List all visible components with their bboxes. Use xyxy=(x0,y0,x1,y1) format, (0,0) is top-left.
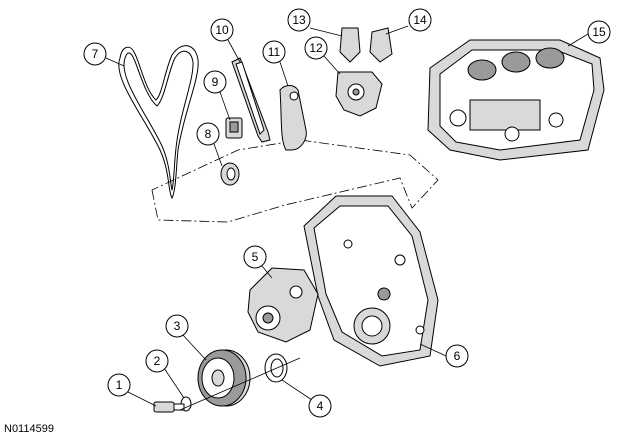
callout-14-label: 14 xyxy=(413,13,427,27)
water-pump xyxy=(247,267,319,343)
component-12-bolt xyxy=(352,88,360,96)
callout-12-label: 12 xyxy=(309,41,323,55)
callout-13: 13 xyxy=(287,8,311,32)
callout-11-label: 11 xyxy=(268,45,281,59)
callout-4: 4 xyxy=(308,394,332,418)
bracket-13 xyxy=(339,27,361,63)
chain-tensioner-plunger xyxy=(229,121,239,133)
leader-lines xyxy=(105,25,589,407)
callout-5: 5 xyxy=(243,245,267,269)
chain-guide-face xyxy=(235,61,265,135)
figure-code: N0114599 xyxy=(4,423,54,435)
callout-7-label: 7 xyxy=(92,47,99,61)
callout-1: 1 xyxy=(107,373,131,397)
callout-6: 6 xyxy=(445,344,469,368)
engine-block xyxy=(427,39,605,161)
callout-3-label: 3 xyxy=(174,319,181,333)
assembly-boundary xyxy=(151,139,439,223)
callout-1-label: 1 xyxy=(116,378,123,392)
crankshaft-bolt xyxy=(153,401,185,413)
callout-8: 8 xyxy=(196,122,220,146)
callout-5-label: 5 xyxy=(252,250,259,264)
tensioner-arm-pivot xyxy=(289,91,299,101)
crankshaft-sprocket-hub xyxy=(226,167,236,181)
callout-10: 10 xyxy=(210,18,234,42)
callout-14: 14 xyxy=(408,8,432,32)
callout-9: 9 xyxy=(203,70,227,94)
callout-9-label: 9 xyxy=(212,75,219,89)
callout-12: 12 xyxy=(304,36,328,60)
callout-15-label: 15 xyxy=(592,25,606,39)
callout-7: 7 xyxy=(83,42,107,66)
crankshaft-pulley xyxy=(197,349,251,407)
front-cover xyxy=(303,195,439,367)
callout-2: 2 xyxy=(145,349,169,373)
callout-3: 3 xyxy=(165,314,189,338)
callout-8-label: 8 xyxy=(205,127,212,141)
callout-10-label: 10 xyxy=(215,23,229,37)
callout-15: 15 xyxy=(587,20,611,44)
tensioner-arm xyxy=(279,85,307,151)
bracket-14 xyxy=(369,27,393,63)
callout-11: 11 xyxy=(262,40,286,64)
callout-6-label: 6 xyxy=(454,349,461,363)
callout-4-label: 4 xyxy=(317,399,324,413)
callout-13-label: 13 xyxy=(292,13,306,27)
timing-chain xyxy=(118,45,199,199)
crank-axis-line xyxy=(179,357,301,411)
callout-2-label: 2 xyxy=(154,354,161,368)
